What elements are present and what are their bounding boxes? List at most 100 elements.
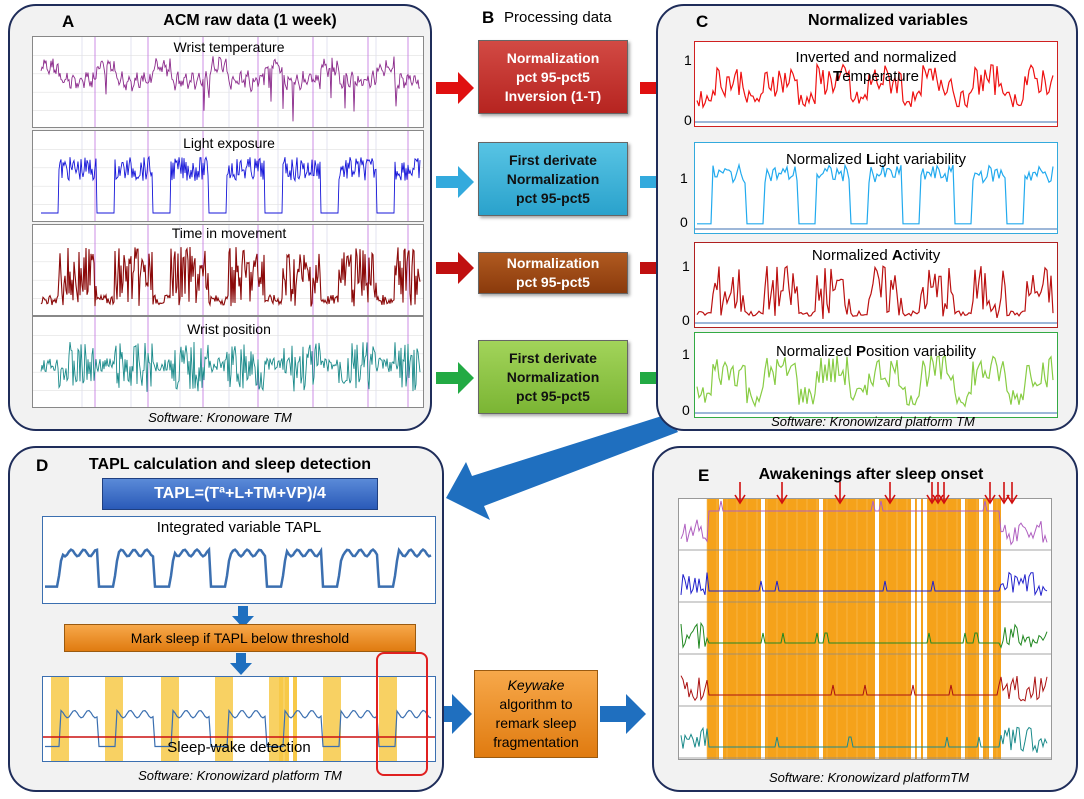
c-tick-0-temp: 0 [684, 112, 692, 128]
raw-signal [40, 247, 421, 307]
light-exposure-chart [33, 131, 423, 221]
awake-gap [761, 499, 765, 759]
norm-position-label: Normalized Position variability [695, 343, 1057, 360]
norm-position-chart [695, 354, 1057, 414]
panel-a: A ACM raw data (1 week) Wrist temperatur… [8, 4, 432, 431]
sleep-bar [105, 677, 123, 761]
wrist-temperature-label: Wrist temperature [173, 39, 285, 55]
arrow-position-in [436, 362, 474, 394]
norm-temperature-chart [695, 62, 1057, 123]
c-tick-0-position: 0 [682, 402, 690, 418]
c-tick-1-light: 1 [680, 170, 688, 186]
integrated-tapl-chart [45, 546, 432, 588]
awakening-arrow-head [776, 494, 788, 505]
normalized-signal [696, 62, 1054, 110]
mark-sleep-box: Mark sleep if TAPL below threshold [64, 624, 416, 652]
process-box-position-line2: Normalization [506, 368, 600, 385]
arrow-temp-in [436, 72, 474, 104]
process-box-position-line3: pct 95-pct5 [516, 387, 590, 404]
process-box-light-line1: First derivate [509, 151, 597, 168]
c-tick-1-temp: 1 [684, 52, 692, 68]
awakening-arrow-head [734, 494, 746, 505]
panel-b-letter: B [482, 8, 495, 27]
norm-temperature-label-rest: emperature [842, 68, 919, 85]
wrist-temperature-plot: Wrist temperature [32, 36, 424, 128]
awake-gap [917, 499, 921, 759]
integrated-tapl-label: Integrated variable TAPL [156, 519, 322, 536]
norm-light-label: Normalized Light variability [695, 151, 1057, 168]
normalized-signal [696, 354, 1054, 408]
awake-gap [819, 499, 823, 759]
c-tick-1-position: 1 [682, 346, 690, 362]
awake-gap [989, 499, 993, 759]
process-box-temperature-line1: Normalization [506, 49, 600, 66]
light-exposure-plot: Light exposure [32, 130, 424, 222]
panel-a-title: ACM raw data (1 week) [163, 12, 337, 29]
awakening-arrow-head [998, 494, 1010, 505]
awakenings-plot [678, 498, 1052, 760]
process-box-position-line1: First derivate [509, 349, 597, 366]
awakenings-chart [679, 499, 1051, 759]
process-box-activity-line2: pct 95-pct5 [516, 274, 590, 290]
panel-e: E Awakenings after sleep onset Software:… [652, 446, 1078, 792]
norm-light-plot: Normalized Light variability [694, 142, 1058, 234]
norm-activity-label-bold: A [891, 247, 903, 264]
panel-d-software: Software: Kronowizard platform TM [138, 768, 342, 783]
panel-e-letter: E [698, 466, 710, 485]
tapl-formula-box: TAPL=(Tª+L+TM+VP)/4 [102, 478, 378, 510]
awake-gap [961, 499, 965, 759]
wrist-position-label: Wrist position [187, 321, 271, 337]
keywake-line2: algorithm to [499, 696, 573, 712]
norm-activity-plot: Normalized Activity [694, 242, 1058, 328]
awake-gap [979, 499, 983, 759]
arrow-keywake-to-e [600, 694, 646, 734]
panel-a-letter: A [62, 12, 75, 31]
arrow-c-to-d [446, 414, 678, 520]
sleep-bar [161, 677, 179, 761]
c-tick-0-activity: 0 [682, 312, 690, 328]
awakening-arrows [734, 482, 1018, 505]
awake-gap [875, 499, 879, 759]
tapl-signal-thin [45, 708, 432, 748]
norm-activity-label-rest: ctivity [902, 247, 941, 264]
norm-position-label-bold: P [855, 343, 866, 360]
light-exposure-label: Light exposure [183, 135, 275, 151]
panel-c: C Normalized variables 1 0 Inverted and … [656, 4, 1078, 431]
sleep-bar [323, 677, 341, 761]
panel-d-title: TAPL calculation and sleep detection [88, 456, 372, 473]
process-box-activity: Normalization pct 95-pct5 [478, 252, 628, 294]
norm-position-label-pre: Normalized [775, 343, 856, 360]
norm-activity-chart [695, 265, 1057, 324]
sleep-period [707, 499, 1001, 759]
time-in-movement-label: Time in movement [171, 225, 287, 241]
signal-trace [680, 500, 1048, 546]
panel-a-software: Software: Kronoware TM [148, 410, 292, 425]
normalized-signal [697, 162, 1054, 225]
process-box-activity-line1: Normalization [506, 255, 600, 271]
panel-d-letter: D [36, 456, 49, 475]
keywake-name: Keywake [507, 677, 565, 693]
signal-trace [680, 675, 1048, 702]
highlight-box [376, 652, 428, 776]
awake-gap [923, 499, 927, 759]
signal-trace [680, 621, 1048, 649]
norm-light-label-pre: Normalized [785, 151, 866, 168]
tapl-signal [45, 546, 432, 588]
raw-signal [40, 341, 421, 392]
normalized-signal [696, 265, 1054, 319]
sleep-bar [279, 677, 283, 761]
awake-gap [911, 499, 915, 759]
raw-signal [41, 155, 421, 214]
norm-temperature-label-bold: T [833, 68, 843, 85]
norm-temperature-label-line1: Inverted and normalized [795, 49, 957, 66]
integrated-tapl-plot: Integrated variable TAPL [42, 516, 436, 604]
norm-light-label-rest: ight variability [875, 151, 967, 168]
panel-c-title: Normalized variables [807, 12, 969, 29]
keywake-line3: remark sleep [495, 715, 577, 731]
awake-gap [719, 499, 723, 759]
norm-position-plot: Normalized Position variability [694, 332, 1058, 418]
sleep-bar [379, 677, 397, 761]
sleep-bar [215, 677, 233, 761]
